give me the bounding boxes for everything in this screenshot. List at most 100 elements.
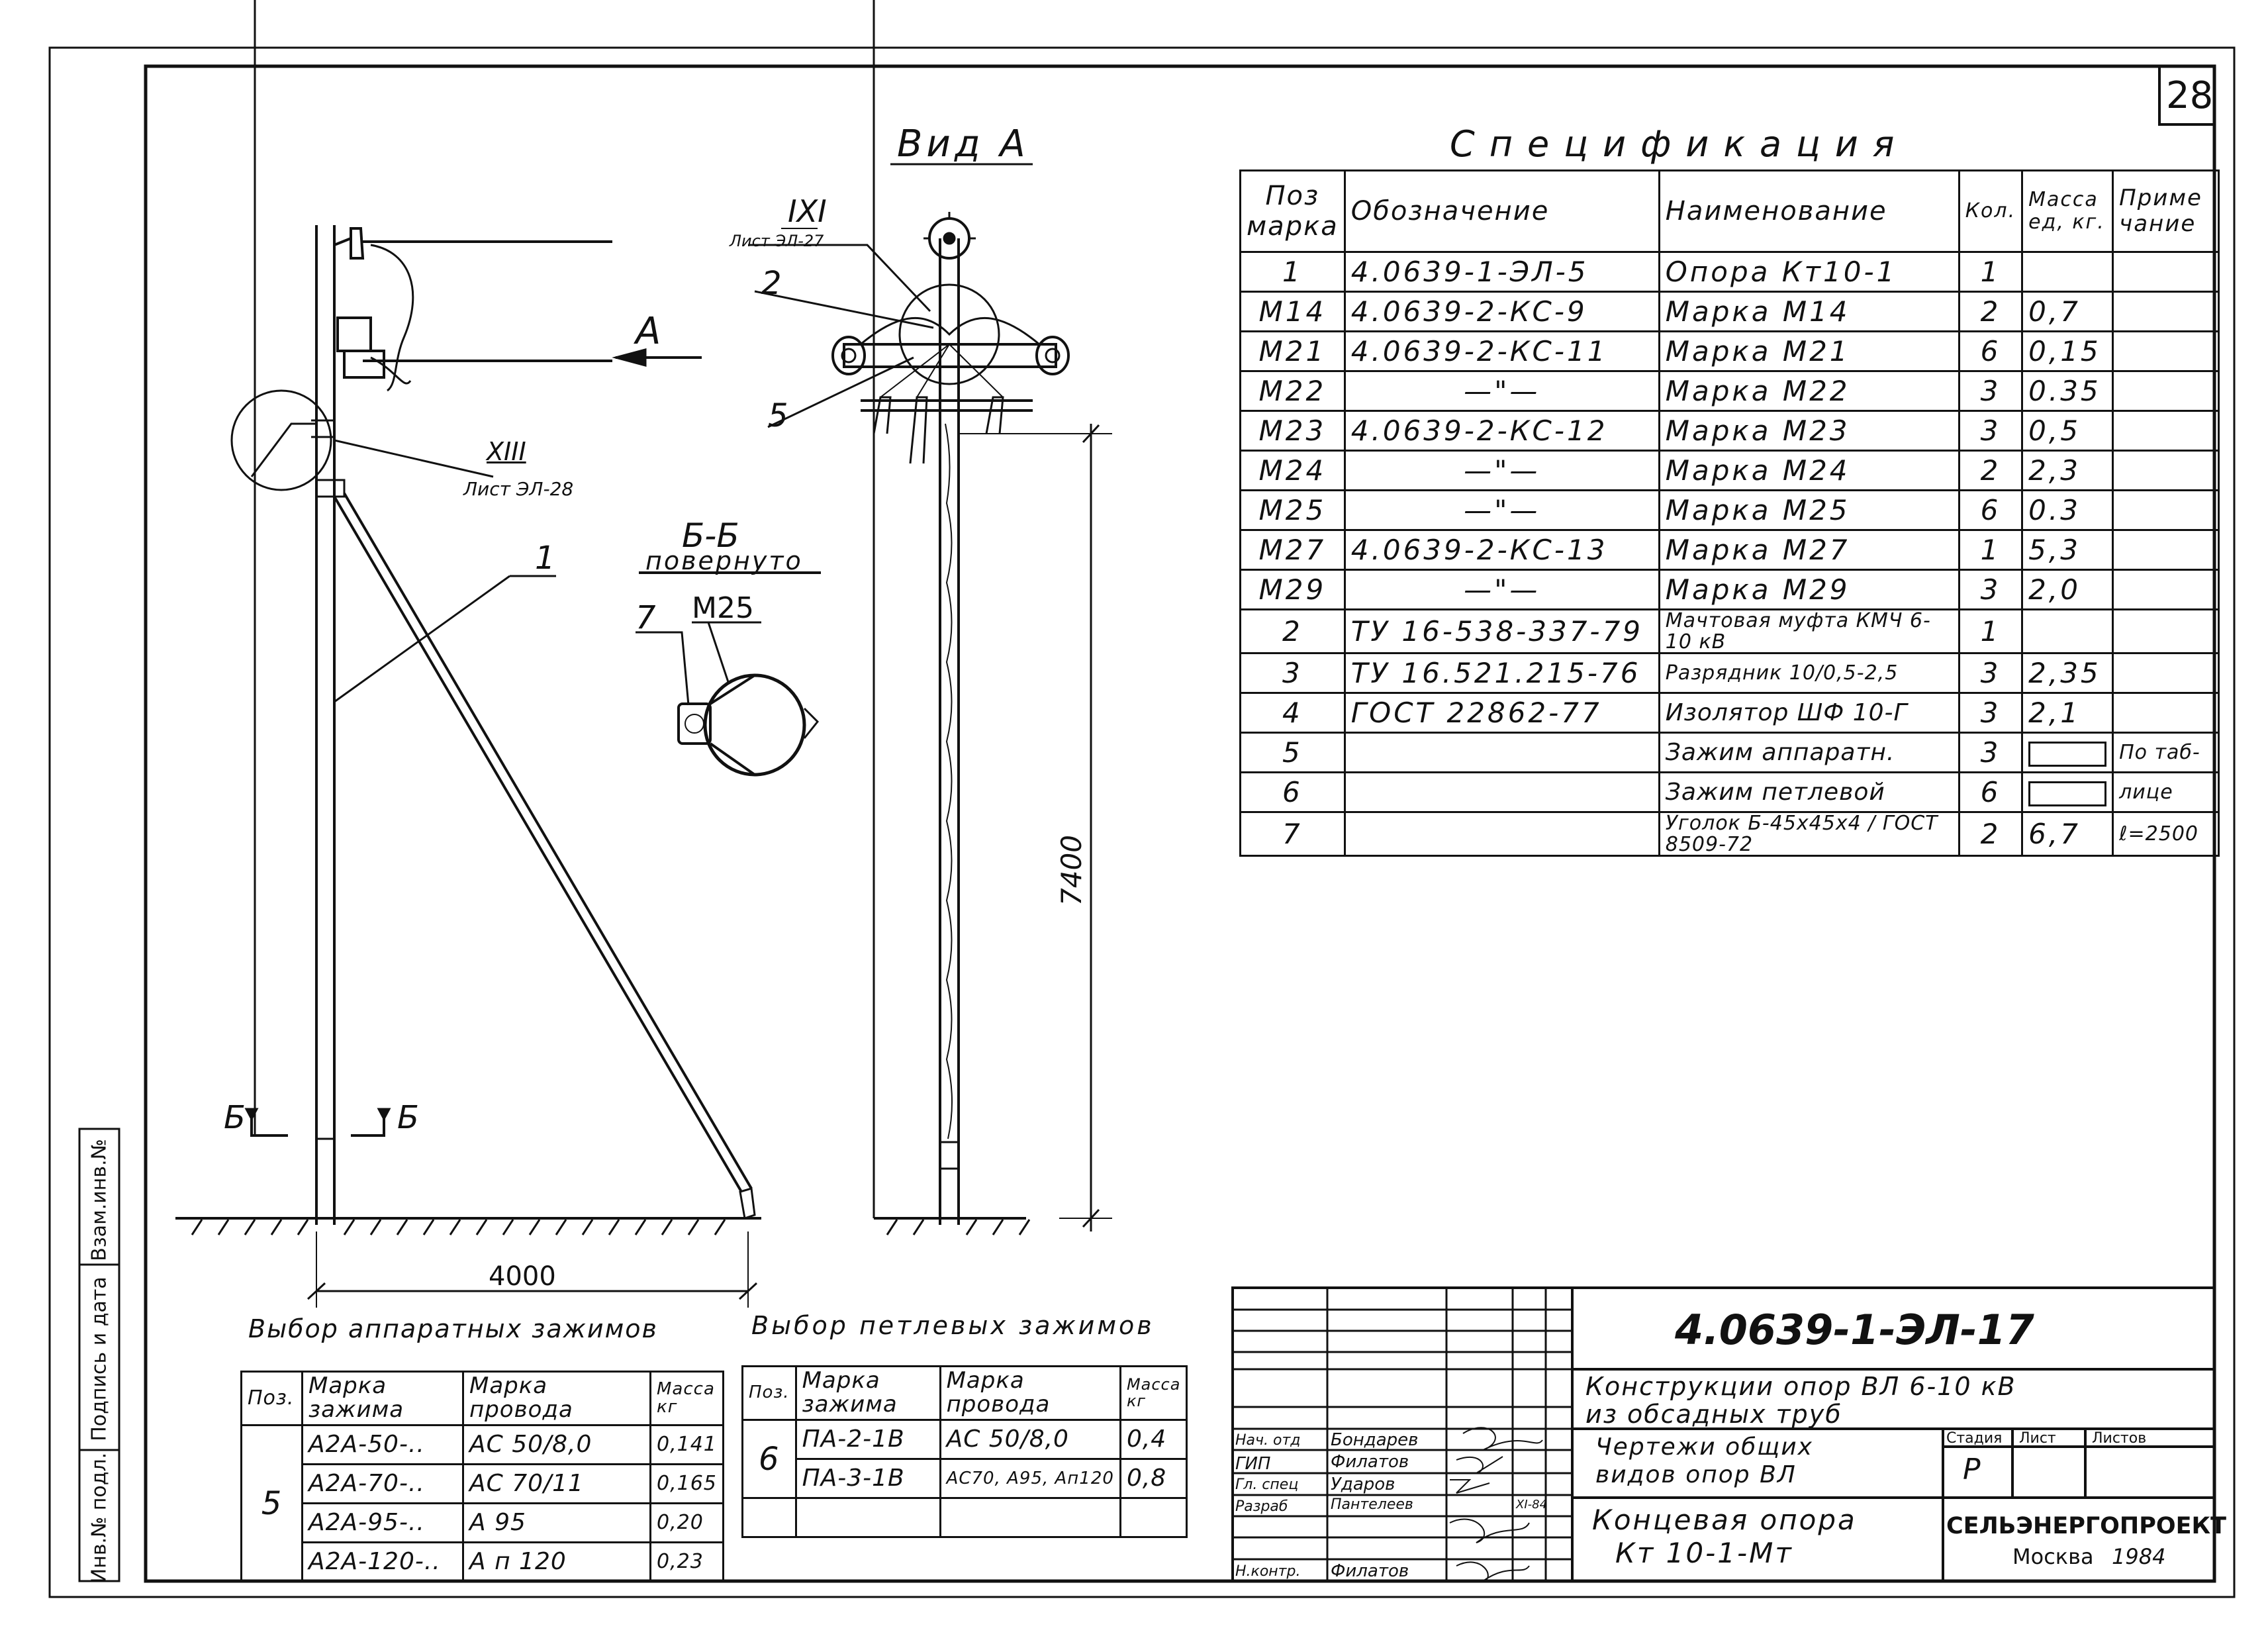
apparatus-clamp: А2А-50-.. xyxy=(301,1424,464,1465)
apparatus-row: А2А-70-.. АС 70/11 0,165 xyxy=(242,1463,724,1504)
apparatus-header-wire: Марка провода xyxy=(462,1371,651,1426)
loop-header-pos: Поз. xyxy=(741,1365,797,1421)
spec-table: Поз марка Обозначение Наименование Кол. … xyxy=(1239,169,2220,857)
loop-clamp: ПА-2-1В xyxy=(794,1419,941,1460)
spec-note xyxy=(2112,692,2220,734)
cut-marker-right: Б xyxy=(397,1099,419,1136)
spec-mass: 0,15 xyxy=(2021,330,2114,372)
staff-role: ГИП xyxy=(1235,1454,1271,1474)
spec-designation: ТУ 16-538-337-79 xyxy=(1343,608,1660,654)
spec-name: Уголок Б-45х45х4 / ГОСТ 8509-72 xyxy=(1658,811,1960,857)
cut-marker-left: Б xyxy=(224,1099,246,1136)
callout-5: 5 xyxy=(768,397,788,434)
side-stamp-inv: Инв.№ подл. xyxy=(87,1452,111,1584)
loop-header-mass: Масса кг xyxy=(1119,1365,1188,1421)
apparatus-wire: А 95 xyxy=(462,1502,651,1543)
apparatus-mass: 0,23 xyxy=(649,1541,724,1582)
spec-note xyxy=(2112,489,2220,531)
loop-row: 6 ПА-2-1В АС 50/8,0 0,4 xyxy=(741,1419,1188,1499)
loop-pos: 6 xyxy=(741,1419,797,1499)
spec-qty: 2 xyxy=(1958,450,2024,491)
spec-designation: 4.0639-1-ЭЛ-5 xyxy=(1343,251,1660,293)
spec-qty: 1 xyxy=(1958,251,2024,293)
staff-name: Ударов xyxy=(1331,1474,1395,1494)
spec-qty: 3 xyxy=(1958,652,2024,694)
callout-xi-sheet: Лист ЭЛ-27 xyxy=(730,232,824,250)
spec-designation: —"— xyxy=(1343,370,1660,412)
apparatus-header-mass: Масса кг xyxy=(649,1371,724,1426)
spec-designation xyxy=(1343,732,1660,773)
loop-mass: 0,4 xyxy=(1119,1419,1188,1460)
spec-header-row: Поз марка Обозначение Наименование Кол. … xyxy=(1239,169,2220,253)
apparatus-table-title: Выбор аппаратных зажимов xyxy=(248,1314,658,1343)
callout-xiii-sheet: Лист ЭЛ-28 xyxy=(463,478,574,500)
project-title-line1: Конструкции опор ВЛ 6-10 кВ xyxy=(1585,1372,2016,1401)
spec-header-qty: Кол. xyxy=(1958,169,2024,253)
staff-role: Разраб xyxy=(1235,1498,1288,1515)
outer-frame xyxy=(48,46,2236,1598)
spec-note: По таб- xyxy=(2112,732,2220,773)
spec-name: Опора Кт10-1 xyxy=(1658,251,1960,293)
side-stamp-frame xyxy=(78,1128,120,1582)
spec-mass: 2,0 xyxy=(2021,569,2114,610)
spec-pos: М21 xyxy=(1239,330,1346,372)
spec-qty: 2 xyxy=(1958,291,2024,332)
loop-header-row: Поз. Марка зажима Марка провода Масса кг xyxy=(741,1365,1188,1421)
sheets-header: Листов xyxy=(2092,1430,2147,1447)
spec-mass-box xyxy=(2021,732,2114,773)
spec-note xyxy=(2112,569,2220,610)
organization-city: Москва xyxy=(2012,1544,2094,1569)
spec-name: Марка М27 xyxy=(1658,529,1960,571)
sheet-header: Лист xyxy=(2019,1430,2056,1447)
spec-mass-box xyxy=(2021,771,2114,813)
spec-pos: 1 xyxy=(1239,251,1346,293)
spec-pos: М27 xyxy=(1239,529,1346,571)
spec-name: Разрядник 10/0,5-2,5 xyxy=(1658,652,1960,694)
spec-name: Марка М29 xyxy=(1658,569,1960,610)
title-block-frame xyxy=(1231,1286,2216,1582)
staff-role: Н.контр. xyxy=(1235,1563,1301,1580)
staff-role: Гл. спец xyxy=(1235,1476,1299,1493)
spec-note xyxy=(2112,529,2220,571)
spec-note: лице xyxy=(2112,771,2220,813)
spec-designation: 4.0639-2-КС-12 xyxy=(1343,410,1660,452)
side-stamp-replace: Взам.инв.№ xyxy=(87,1139,111,1261)
spec-mass: 5,3 xyxy=(2021,529,2114,571)
apparatus-wire: А п 120 xyxy=(462,1541,651,1582)
spec-note xyxy=(2112,450,2220,491)
document-code: 4.0639-1-ЭЛ-17 xyxy=(1675,1306,2034,1354)
spec-qty: 3 xyxy=(1958,569,2024,610)
dimension-height: 7400 xyxy=(1055,835,1088,906)
apparatus-header-pos: Поз. xyxy=(240,1371,303,1426)
spec-pos: М14 xyxy=(1239,291,1346,332)
spec-designation: ГОСТ 22862-77 xyxy=(1343,692,1660,734)
front-view-pole xyxy=(748,0,1112,1235)
spec-header-note: Примечание xyxy=(2112,169,2220,253)
loop-table: Поз. Марка зажима Марка провода Масса кг… xyxy=(741,1365,1188,1538)
spec-mass: 6,7 xyxy=(2021,811,2114,857)
apparatus-wire: АС 70/11 xyxy=(462,1463,651,1504)
staff-name: Бондарев xyxy=(1331,1430,1419,1450)
spec-mass: 0,7 xyxy=(2021,291,2114,332)
callout-1: 1 xyxy=(535,540,555,577)
loop-row xyxy=(741,1497,1188,1538)
spec-mass xyxy=(2021,251,2114,293)
apparatus-row: 5 А2А-50-.. АС 50/8,0 0,141 xyxy=(240,1424,724,1582)
spec-designation: —"— xyxy=(1343,489,1660,531)
view-arrow-label: А xyxy=(636,310,661,353)
loop-table-title: Выбор петлевых зажимов xyxy=(751,1311,1155,1340)
spec-header-pos: Поз марка xyxy=(1239,169,1346,253)
spec-designation: 4.0639-2-КС-9 xyxy=(1343,291,1660,332)
spec-note xyxy=(2112,291,2220,332)
staff-name: Филатов xyxy=(1331,1452,1409,1472)
callout-2: 2 xyxy=(761,265,782,302)
spec-name: Мачтовая муфта КМЧ 6-10 кВ xyxy=(1658,608,1960,654)
